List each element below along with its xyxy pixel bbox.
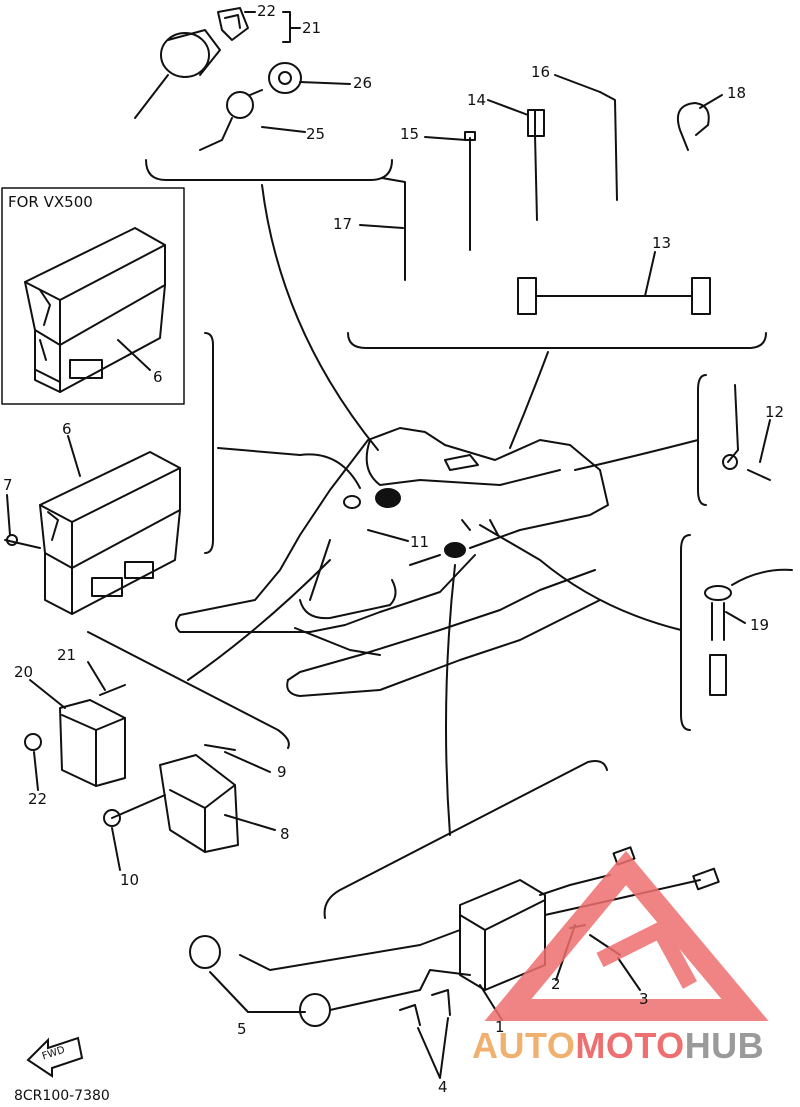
vx500-box-title: FOR VX500 <box>8 193 93 211</box>
part-12-wire <box>727 384 739 463</box>
bracket-right-19 <box>680 534 691 731</box>
part-14-wire <box>534 109 538 221</box>
leader-ignition <box>261 184 379 451</box>
label-26: 26 <box>353 74 373 92</box>
bracket-mid-left <box>87 631 290 749</box>
bracket-bottom <box>323 760 608 919</box>
bracket-top-left <box>145 159 393 181</box>
label-14: 14 <box>467 91 487 109</box>
watermark-text: AUTOMOTOHUB <box>472 1025 764 1067</box>
leader-mid <box>187 559 331 681</box>
label-13: 13 <box>652 234 672 252</box>
watermark-hub: HUB <box>684 1025 765 1066</box>
part-12-bolt <box>747 469 771 481</box>
label-24: 22 <box>257 2 277 20</box>
label-8: 8 <box>280 825 290 843</box>
part-13-cable <box>517 277 711 315</box>
part-8-module <box>159 754 239 853</box>
clamp-4b <box>431 989 451 1016</box>
drawing-code: 8CR100-7380 <box>14 1088 110 1104</box>
leader-coil <box>445 564 456 836</box>
part-18-clip <box>676 102 710 151</box>
label-6: 6 <box>62 420 72 438</box>
label-5: 5 <box>237 1020 247 1038</box>
part-26-ring <box>268 62 302 94</box>
part-22-nut <box>24 733 42 751</box>
label-12: 12 <box>765 403 785 421</box>
ecu-main-unit <box>39 451 181 615</box>
snowmobile-outline <box>175 427 609 697</box>
label-16: 16 <box>531 63 551 81</box>
part-19-sensor <box>704 568 793 696</box>
part-9-bolt <box>204 744 236 751</box>
part-17-wire <box>381 177 406 281</box>
ignition-switch <box>134 7 249 119</box>
label-3: 3 <box>639 990 649 1008</box>
label-11: 11 <box>410 533 430 551</box>
label-25: 25 <box>306 125 326 143</box>
label-20: 20 <box>14 663 34 681</box>
label-7: 7 <box>3 476 13 494</box>
part-21-bolt <box>99 684 126 696</box>
connector-11c <box>444 542 466 558</box>
label-9: 9 <box>277 763 287 781</box>
leader-12 <box>574 439 699 471</box>
watermark-moto: MOTO <box>575 1025 685 1066</box>
label-2: 2 <box>551 975 561 993</box>
leader-ecu <box>217 447 361 489</box>
watermark-auto: AUTO <box>472 1025 576 1066</box>
connector-11b <box>343 495 361 509</box>
part-25-switch <box>199 89 263 151</box>
label-1: 1 <box>495 1018 505 1036</box>
bracket-left <box>204 332 214 554</box>
leader-19 <box>479 524 682 631</box>
label-21: 21 <box>57 646 77 664</box>
label-18: 18 <box>727 84 747 102</box>
vx500-box <box>1 187 185 405</box>
label-4: 4 <box>438 1078 448 1096</box>
label-23: 21 <box>302 19 322 37</box>
part-16-clamp <box>599 91 618 201</box>
label-10: 10 <box>120 871 140 889</box>
leader-13 <box>509 351 549 449</box>
part-20-module <box>59 699 126 787</box>
fwd-arrow <box>26 1036 84 1078</box>
connector-11a <box>375 488 401 508</box>
bolt-7-head <box>6 534 18 546</box>
label-22: 22 <box>28 790 48 808</box>
ecu-box-unit <box>24 227 166 393</box>
label-17: 17 <box>333 215 353 233</box>
bolt-7-shaft <box>4 539 41 549</box>
bracket-top-right <box>347 332 767 349</box>
part-10-nut <box>103 809 121 827</box>
watermark-logo-triangle <box>484 850 769 1021</box>
label-15: 15 <box>400 125 420 143</box>
bracket-right-12 <box>697 374 707 506</box>
label-19: 19 <box>750 616 770 634</box>
clamp-4a <box>399 1004 421 1026</box>
label-6-box: 6 <box>153 368 163 386</box>
